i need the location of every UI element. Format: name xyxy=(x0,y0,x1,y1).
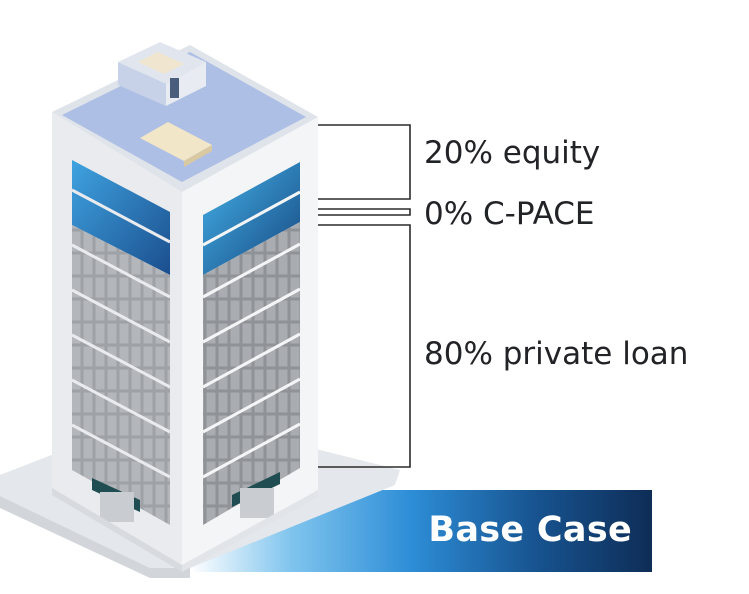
banner-title: Base Case xyxy=(428,510,632,550)
equity-label: 20% equity xyxy=(424,135,601,171)
building-roof xyxy=(52,42,318,192)
loan-bracket xyxy=(318,224,411,468)
cpace-label: 0% C-PACE xyxy=(424,196,595,232)
allocation-brackets xyxy=(318,124,411,468)
cpace-bracket xyxy=(318,208,411,216)
building-body xyxy=(52,112,318,572)
equity-bracket xyxy=(318,124,411,200)
private-loan-label: 80% private loan xyxy=(424,336,689,372)
